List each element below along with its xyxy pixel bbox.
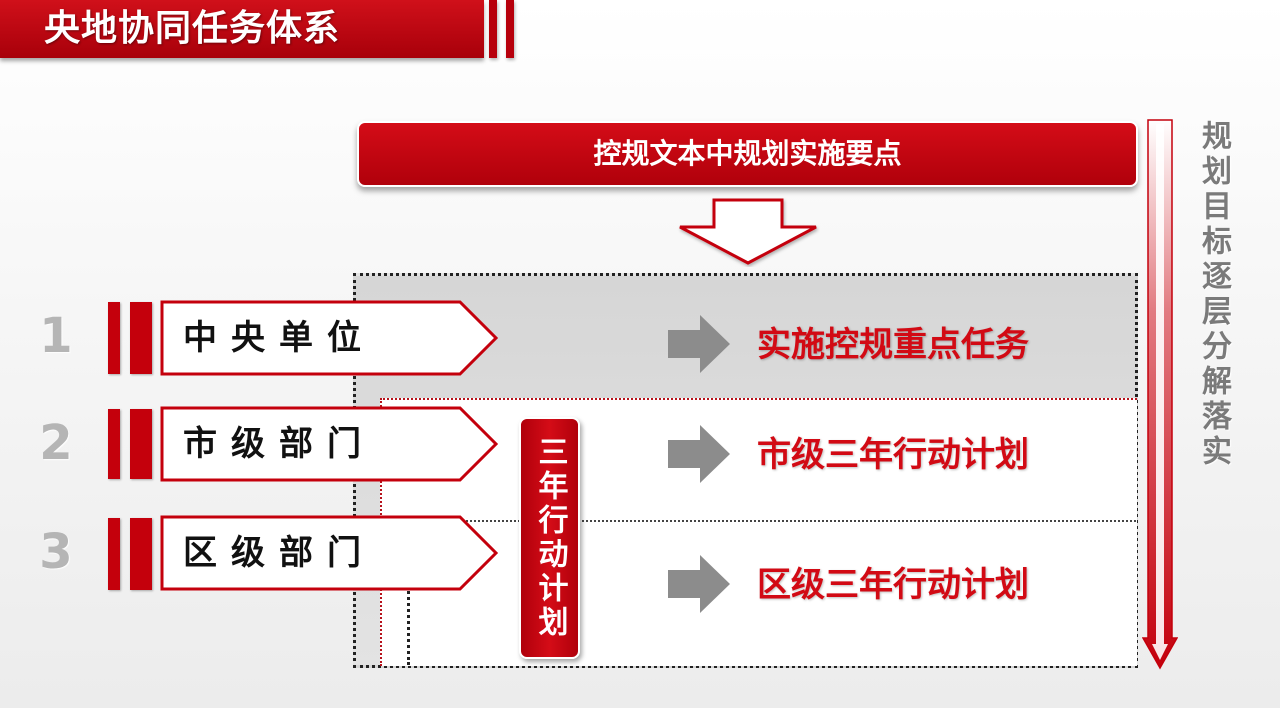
row-3-task: 区级三年行动计划 <box>757 565 1029 605</box>
row-1-stripe-a <box>108 302 120 374</box>
row-3-stripe-b <box>130 518 152 590</box>
row-1-stripe-b <box>130 302 152 374</box>
row-2-label-shape <box>160 406 499 482</box>
title-stripe-2 <box>506 0 514 58</box>
row-number-1: 1 <box>39 308 73 364</box>
row-1-label-shape <box>160 300 499 376</box>
row-3-stripe-a <box>108 518 120 590</box>
row-1-task: 实施控规重点任务 <box>757 325 1029 365</box>
row-2-unit: 市级部门 <box>183 424 375 464</box>
vertical-label: 规划目标逐层分解落实 <box>1196 120 1231 470</box>
row-number-3: 3 <box>39 524 73 580</box>
right-arrow-icon <box>668 425 730 483</box>
action-plan-box: 三年行动计划 <box>519 417 580 659</box>
page-title: 央地协同任务体系 <box>44 8 341 49</box>
title-banner <box>0 0 484 58</box>
title-stripe-1 <box>489 0 497 58</box>
row-number-2: 2 <box>39 415 73 471</box>
right-arrow-icon <box>668 555 730 613</box>
row-3-unit: 区级部门 <box>183 533 375 573</box>
row-2-stripe-a <box>108 409 120 479</box>
row-2-task: 市级三年行动计划 <box>757 435 1029 475</box>
top-box: 控规文本中规划实施要点 <box>357 121 1138 187</box>
right-arrow-icon <box>668 315 730 373</box>
vertical-down-arrow-icon <box>1142 119 1178 670</box>
row-1-unit: 中央单位 <box>183 318 375 358</box>
row-3-label-shape <box>160 515 499 591</box>
down-arrow-icon <box>679 198 817 265</box>
row-2-stripe-b <box>130 409 152 479</box>
